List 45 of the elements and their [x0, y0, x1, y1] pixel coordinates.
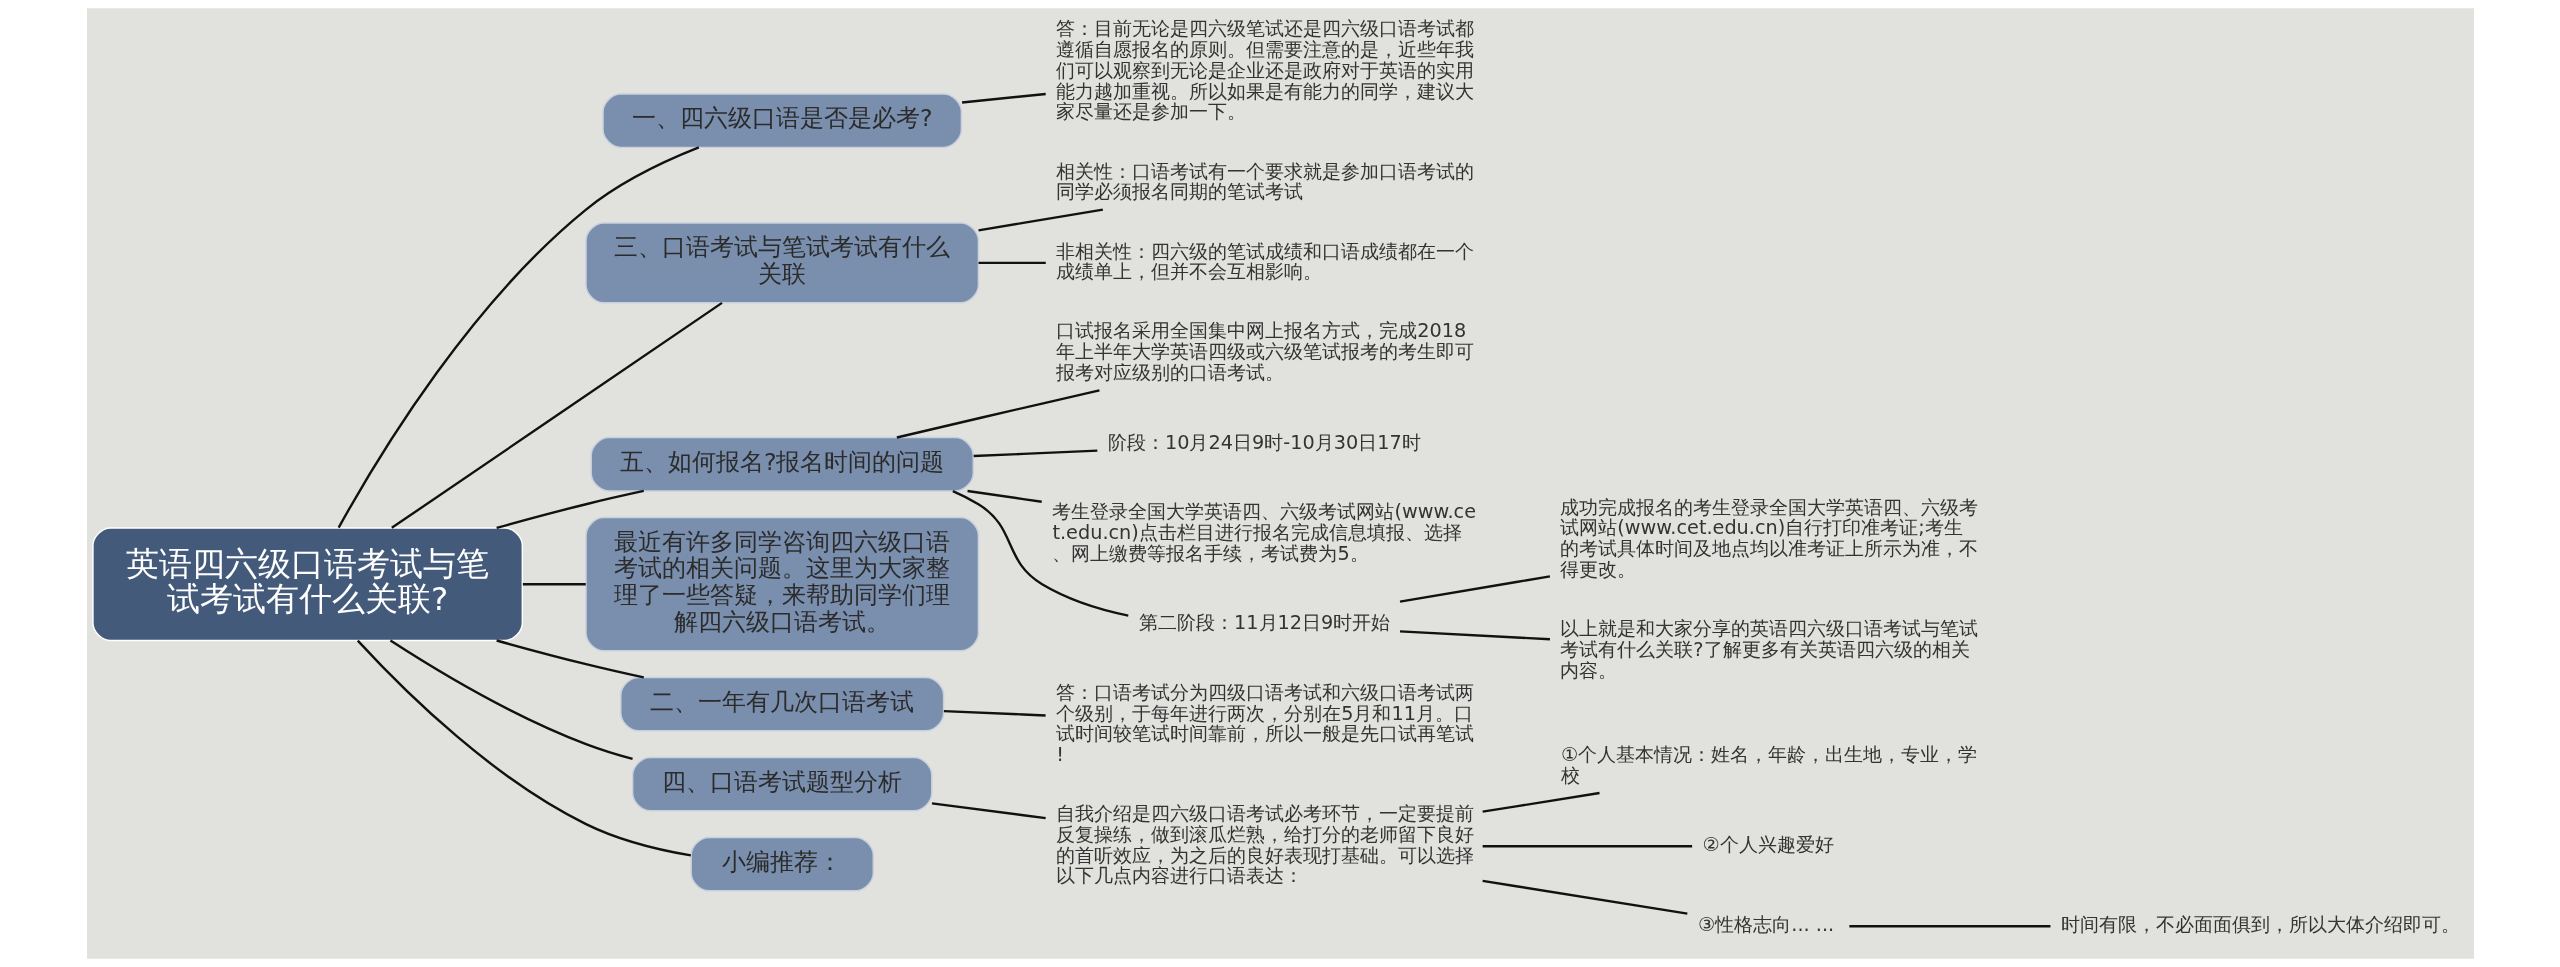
connector — [337, 146, 699, 529]
connector — [1482, 845, 1692, 848]
node-text: 成功完成报名的考生登录全国大学英语四、六级考试网站(www.cet.edu.cn)自行打印准考证;考生的考试具体时间及地点均以准考证上所示为准，不得更改。 — [1559, 495, 1978, 581]
node-box: 一、四六级口语是否是必考? — [601, 93, 962, 149]
node-box: 英语四六级口语考试与笔试考试有什么关联? — [91, 527, 523, 642]
node-text: 答：目前无论是四六级笔试还是四六级口语考试都遵循自愿报名的原则。但需要注意的是，近些年我们可以观察到无论是企业还是政府对于英语的实用能力越加重视。所以如果是有能力的同学，建议大家尽量还是参加一下。 — [1055, 17, 1474, 124]
node-text: 非相关性：四六级的笔试成绩和口语成绩都在一个成绩单上，但并不会互相影响。 — [1055, 239, 1474, 284]
connector — [495, 639, 644, 679]
connector — [356, 639, 691, 857]
node-text: 相关性：口语考试有一个要求就是参加口语考试的同学必须报名同期的笔试考试 — [1055, 159, 1474, 204]
node-box: 五、如何报名?报名时间的问题 — [589, 436, 974, 492]
node-text: 答：口语考试分为四级口语考试和六级口语考试两个级别，于每年进行两次，分别在5月和11月。口试时间较笔试时间靠前，所以一般是先口试再笔试! — [1055, 680, 1474, 766]
node-text: 自我介绍是四六级口语考试必考环节，一定要提前反复操练，做到滚瓜烂熟，给打分的老师留下良好的首听效应，为之后的良好表现打基础。可以选择以下几点内容进行口语表达： — [1055, 802, 1474, 888]
node-box: 四、口语考试题型分析 — [631, 756, 932, 812]
node-text: ②个人兴趣爱好 — [1702, 833, 1834, 857]
node-box: 二、一年有几次口语考试 — [619, 676, 944, 732]
node-text: ①个人基本情况：姓名，年龄，出生地，专业，学校 — [1560, 743, 1977, 787]
connector — [978, 261, 1046, 265]
node-text: 第二阶段：11月12日9时开始 — [1138, 611, 1390, 635]
connector — [977, 208, 1103, 232]
connector — [896, 389, 1100, 439]
connector — [390, 301, 723, 529]
connector — [973, 449, 1097, 458]
connector — [931, 802, 1046, 820]
connector — [389, 639, 633, 761]
connector — [943, 709, 1046, 717]
connector — [1848, 925, 2050, 928]
connector — [1481, 879, 1688, 915]
connector — [961, 92, 1046, 104]
connector — [1481, 791, 1600, 813]
node-box: 小编推荐： — [689, 836, 874, 892]
connector — [966, 489, 1042, 503]
connector — [495, 489, 644, 530]
node-text: 口试报名采用全国集中网上报名方式，完成2018年上半年大学英语四级或六级笔试报考的考生即可报考对应级别的口语考试。 — [1055, 319, 1474, 384]
connector — [1399, 630, 1550, 641]
connector — [1399, 575, 1550, 603]
node-text: 时间有限，不必面面俱到，所以大体介绍即可。 — [2060, 913, 2460, 937]
node-text: 阶段：10月24日9时-10月30日17时 — [1107, 430, 1421, 454]
connector — [522, 583, 586, 586]
node-text: 考生登录全国大学英语四、六级考试网站(www.cet.edu.cn)点击栏目进行报名完成信息填报、选择、网上缴费等报名手续，考试费为5。 — [1051, 500, 1476, 565]
connector — [951, 490, 1129, 617]
node-text: 以上就是和大家分享的英语四六级口语考试与笔试考试有什么关联?了解更多有关英语四六级的相关内容。 — [1559, 617, 1978, 682]
node-box: 最近有许多同学咨询四六级口语考试的相关问题。这里为大家整理了一些答疑，来帮助同学们理解四六级口语考试。 — [584, 516, 979, 652]
node-text: ③性格志向... ... — [1697, 913, 1834, 937]
node-box: 三、口语考试与笔试考试有什么关联 — [584, 222, 979, 304]
